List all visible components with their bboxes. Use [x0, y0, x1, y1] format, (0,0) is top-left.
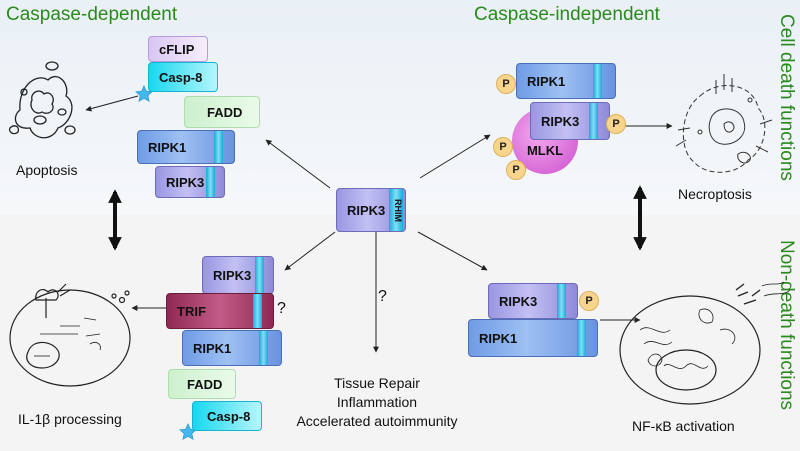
nfkb-activation-label: NF-κB activation: [632, 418, 735, 434]
non-death-region: [0, 215, 800, 451]
fadd-box: FADD: [184, 96, 260, 128]
nfkb-ripk3-box: RIPK3: [488, 283, 578, 319]
casp8-box: Casp-8: [148, 62, 218, 92]
arrow-to-necroptosis-complex: [419, 134, 491, 179]
arrow-apoptosis: [85, 95, 139, 112]
cell-death-region: [0, 0, 800, 215]
nfkb-cell-sketch: [619, 281, 791, 405]
trif-box: TRIF: [166, 293, 274, 329]
rhim-domain: [255, 257, 264, 293]
heading-caspase-independent: Caspase-independent: [474, 4, 660, 25]
rhim-domain: [577, 320, 586, 356]
trif-label: TRIF: [177, 303, 206, 319]
center-ripk3-box: RIPK3 RHIM: [336, 188, 406, 232]
ripk3-box: RIPK3: [155, 166, 225, 198]
ripk3-label: RIPK3: [166, 174, 205, 190]
outcome-inflammation: Inflammation: [336, 394, 418, 410]
necro-ripk1-box: RIPK1: [516, 63, 616, 99]
cflip-box: cFLIP: [148, 36, 208, 62]
arrow-to-apoptosis-complex: [265, 139, 331, 189]
il1b-fadd-box: FADD: [168, 369, 236, 399]
il1b-cell-sketch: [9, 283, 131, 387]
phospho-marker: P: [579, 291, 599, 311]
ripk1-label: RIPK1: [148, 139, 187, 155]
rhim-domain: [557, 284, 566, 318]
il1b-ripk3-label: RIPK3: [213, 267, 252, 283]
nfkb-ripk1-label: RIPK1: [479, 330, 518, 346]
middle-question-mark: ?: [378, 288, 387, 305]
necroptotic-cell-sketch: [675, 74, 773, 173]
trif-question-mark: ?: [277, 300, 286, 317]
arrow-to-il1b-complex: [284, 231, 336, 271]
rhim-domain: [206, 167, 215, 197]
il1b-casp8-box: Casp-8: [192, 401, 262, 431]
apoptosis-label: Apoptosis: [16, 162, 78, 178]
necro-ripk3-label: RIPK3: [541, 113, 580, 129]
necro-ripk3-box: RIPK3: [530, 102, 610, 140]
outcome-tissue-repair: Tissue Repair: [334, 375, 420, 391]
il1b-ripk3-box: RIPK3: [202, 256, 274, 294]
necroptosis-label: Necroptosis: [678, 186, 752, 202]
rhim-domain: [253, 294, 262, 328]
phospho-marker: P: [493, 137, 513, 157]
arrow-to-nfkb-complex: [417, 231, 488, 271]
rhim-domain: [589, 103, 598, 139]
nfkb-ripk3-label: RIPK3: [499, 293, 538, 309]
rhim-domain: [389, 189, 403, 231]
necro-ripk1-label: RIPK1: [527, 73, 566, 89]
nfkb-ripk1-box: RIPK1: [468, 319, 598, 357]
rhim-domain: [214, 131, 223, 163]
middle-outcomes: Tissue Repair Inflammation Accelerated a…: [292, 374, 462, 431]
il1b-ripk1-label: RIPK1: [193, 340, 232, 356]
rhim-domain: [593, 64, 602, 98]
center-ripk3-label: RIPK3: [347, 202, 386, 218]
il1b-ripk1-box: RIPK1: [182, 330, 282, 366]
outcome-accelerated-autoimmunity: Accelerated autoimmunity: [296, 413, 458, 429]
phospho-marker: P: [606, 114, 626, 134]
rhim-domain: [259, 331, 268, 365]
ripk1-box: RIPK1: [137, 130, 235, 164]
apoptotic-cell-sketch: [8, 61, 76, 139]
il1b-processing-label: IL-1β processing: [18, 411, 122, 427]
heading-caspase-dependent: Caspase-dependent: [6, 4, 178, 25]
phospho-marker: P: [496, 74, 516, 94]
phospho-marker: P: [506, 160, 526, 180]
rhim-label: RHIM: [393, 199, 403, 222]
